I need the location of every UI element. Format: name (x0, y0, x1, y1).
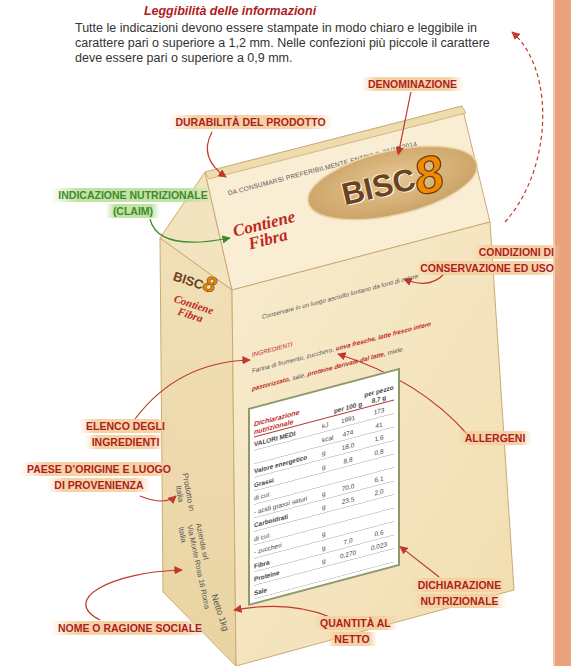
callout-text: CONDIZIONI DI CONSERVAZIONE ED USO (413, 245, 561, 275)
table-cell: 23,5 (332, 489, 364, 511)
leader-line (86, 570, 182, 620)
ingredient-highlight: uova fresche, latte fresco intero pastor… (252, 320, 431, 392)
callout-label: DENOMINAZIONE (350, 76, 475, 92)
text-group: Contiene Fibra (225, 207, 306, 256)
leader-line (135, 360, 250, 419)
callout-text: DURABILITÀ DEL PRODOTTO (168, 115, 332, 129)
ingredients-heading: INGREDIENTI (252, 289, 484, 359)
callout-label: NOME O RAGIONE SOCIALE (40, 620, 220, 636)
table-cell: g (322, 552, 332, 568)
brand-name: BISC (339, 163, 418, 210)
nutrition-table: Dichiarazione nutrizionaleper 100 gper p… (248, 368, 400, 606)
table-cell: 8,8 (332, 449, 364, 471)
table-cell: 0,6 (364, 522, 394, 543)
leader-line (207, 132, 226, 177)
callout-text: NOME O RAGIONE SOCIALE (51, 621, 209, 635)
leader-line (150, 219, 230, 242)
callout-text: QUANTITÀ AL NETTO (313, 616, 398, 646)
text-group: Conservare in un luogo asciutto lontano … (262, 264, 418, 323)
table-cell: 474 (332, 422, 364, 444)
table-cell: g (322, 444, 332, 460)
claim-script: Contiene Fibra (163, 291, 221, 329)
callout-text: PAESE D’ORIGINE E LUOGO DI PROVENIENZA (20, 462, 178, 492)
table-cell: g (322, 484, 332, 500)
leader-line (140, 496, 176, 501)
claim-label: INDICAZIONE NUTRIZIONALE (CLAIM) (48, 187, 218, 219)
callout-label: QUANTITÀ AL NETTO (313, 615, 391, 647)
ingredient-text: sale, (292, 371, 305, 382)
callout-text: DENOMINAZIONE (361, 77, 464, 91)
ingredient-text: miele. (387, 345, 404, 356)
text-group: Netto 1kg (207, 591, 236, 633)
callout-text: DICHIARAZIONE NUTRIZIONALE (411, 578, 508, 608)
table-cell: kJ (322, 417, 332, 433)
connector (400, 546, 439, 577)
table-cell: 173 (364, 400, 394, 421)
table-cell: 1,6 (364, 427, 394, 448)
table-cell: 18,0 (332, 435, 364, 457)
brand-name: 8 (409, 146, 449, 203)
table-cell: 0,8 (364, 441, 394, 462)
callout-label: ELENCO DEGLI INGREDIENTI (68, 418, 183, 450)
table-cell: g (322, 498, 332, 514)
table-cell: g (322, 538, 332, 554)
callout-label: PAESE D’ORIGINE E LUOGO DI PROVENIENZA (20, 461, 178, 493)
callout-label: DURABILITÀ DEL PRODOTTO (148, 114, 353, 130)
leader-line (505, 32, 543, 222)
text-group: Tutte le indicazioni devono essere stamp… (75, 21, 520, 66)
side-band-edge (553, 0, 555, 666)
note-text: Tutte le indicazioni devono essere stamp… (75, 21, 520, 66)
side-logo: BISC (171, 269, 205, 293)
side-band (555, 0, 571, 666)
connector (398, 92, 411, 155)
package-side (160, 238, 236, 666)
connector-line (400, 546, 439, 577)
table-cell: 0,023 (364, 535, 394, 556)
callout-label: ALLERGENI (455, 430, 535, 446)
net-quantity: Netto 1kg (209, 593, 230, 633)
table-cell: 6,1 (364, 468, 394, 489)
table-cell: Valore energetico (254, 446, 322, 477)
heading-title: Leggibilità delle informazioni (60, 4, 400, 19)
callout-text: ALLERGENI (458, 431, 533, 445)
text-group: Contiene Fibra (163, 291, 221, 329)
table-cell: 70,0 (332, 476, 364, 498)
table-cell: 2,0 (364, 481, 394, 502)
claim-script: Contiene Fibra (225, 207, 306, 256)
table-cell: g (322, 457, 332, 473)
table-cell: 0,270 (332, 543, 364, 565)
table-cell: 41 (364, 414, 394, 435)
callout-text: ELENCO DEGLI INGREDIENTI (79, 419, 172, 449)
oval-fill (301, 132, 484, 233)
table-cell: per pezzo 8,7 g (364, 383, 394, 408)
connector-line (398, 92, 411, 155)
callout-label: DICHIARAZIONE NUTRIZIONALE (402, 577, 517, 609)
callout-label: CONDIZIONI DI CONSERVAZIONE ED USO (395, 244, 561, 276)
callout-text: INDICAZIONE NUTRIZIONALE (CLAIM) (51, 188, 214, 218)
storage-text: Conservare in un luogo asciutto lontano … (262, 272, 418, 320)
table-cell: g (322, 525, 332, 541)
table-cell: kcal (322, 430, 332, 446)
side-logo: 8 (200, 271, 219, 299)
